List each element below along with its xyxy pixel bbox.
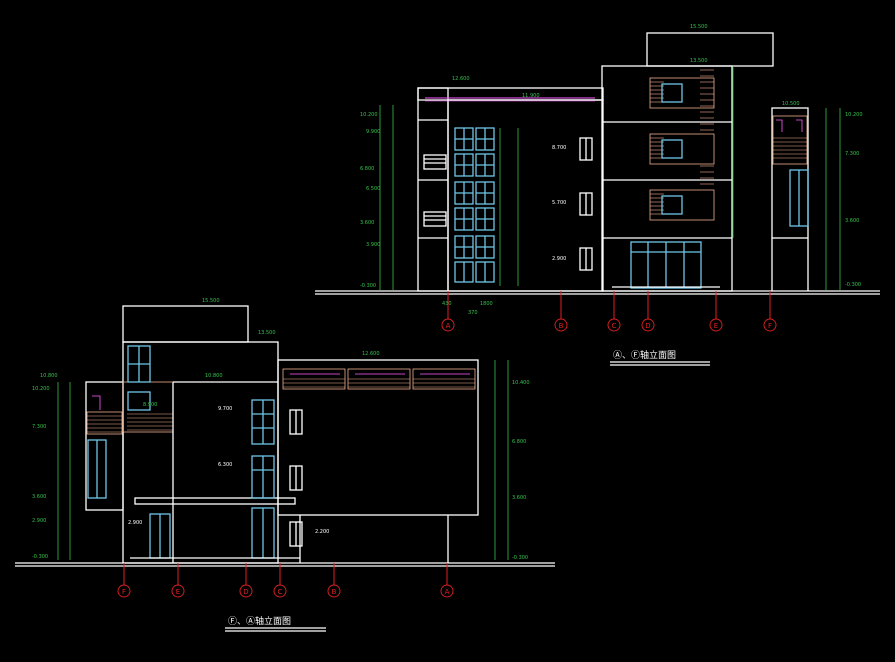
svg-text:2.900: 2.900 <box>32 518 46 524</box>
svg-text:12.600: 12.600 <box>452 76 470 82</box>
elev1-top-labels: 12.600 11.900 15.500 13.500 10.500 <box>452 24 800 107</box>
elevation-2-title: Ⓕ、Ⓐ轴立面图 <box>228 615 291 627</box>
svg-text:9.900: 9.900 <box>366 129 380 135</box>
svg-text:B: B <box>559 322 564 330</box>
svg-text:370: 370 <box>468 310 478 316</box>
svg-text:10.500: 10.500 <box>782 101 800 107</box>
stair-windows-2[interactable] <box>251 399 275 499</box>
canopy-2 <box>134 497 296 505</box>
entrance-1[interactable] <box>630 241 702 289</box>
elevation-1-title: Ⓐ、Ⓕ轴立面图 <box>613 349 676 361</box>
svg-text:10.200: 10.200 <box>845 112 863 118</box>
left-block-2 <box>85 381 124 511</box>
svg-text:9.700: 9.700 <box>218 406 232 412</box>
balconies-1 <box>649 69 715 221</box>
svg-text:10.800: 10.800 <box>40 373 58 379</box>
elev2-left-labels: 10.800 10.200 7.300 3.600 2.900 -0.300 <box>32 373 58 560</box>
roof-box-2 <box>122 305 249 343</box>
svg-text:3.600: 3.600 <box>360 220 374 226</box>
elev1-right-labels: 10.200 7.300 3.600 -0.300 <box>845 112 863 288</box>
svg-text:2.900: 2.900 <box>552 256 566 262</box>
small-windows-2 <box>289 409 303 547</box>
left-block <box>417 87 449 292</box>
svg-text:13.500: 13.500 <box>690 58 708 64</box>
elevation-1: 10.200 9.900 6.800 6.500 3.600 3.900 -0.… <box>315 24 880 366</box>
svg-text:-0.300: -0.300 <box>845 282 861 288</box>
svg-text:D: D <box>645 322 650 330</box>
svg-text:8.700: 8.700 <box>552 145 566 151</box>
svg-text:3.600: 3.600 <box>32 494 46 500</box>
svg-text:A: A <box>446 322 451 330</box>
stair-windows-1[interactable] <box>454 127 495 283</box>
svg-text:5.700: 5.700 <box>552 200 566 206</box>
elev1-bottom-dims: 430 1800 370 <box>442 301 493 316</box>
elevation-2: 10.800 10.200 7.300 3.600 2.900 -0.300 1… <box>15 298 555 632</box>
svg-text:F: F <box>122 588 126 596</box>
svg-text:10.400: 10.400 <box>512 380 530 386</box>
svg-text:E: E <box>714 322 718 330</box>
left-small-windows <box>423 154 447 227</box>
svg-text:C: C <box>278 588 283 596</box>
svg-text:13.500: 13.500 <box>258 330 276 336</box>
svg-text:11.900: 11.900 <box>522 93 540 99</box>
svg-text:430: 430 <box>442 301 452 307</box>
svg-text:10.200: 10.200 <box>360 112 378 118</box>
svg-text:6.300: 6.300 <box>218 462 232 468</box>
entrance-doors-2[interactable] <box>149 507 275 559</box>
svg-text:6.800: 6.800 <box>360 166 374 172</box>
svg-text:A: A <box>445 588 450 596</box>
elev1-floor-marks: 8.700 5.700 2.900 <box>552 145 566 262</box>
svg-text:6.500: 6.500 <box>366 186 380 192</box>
svg-text:C: C <box>612 322 617 330</box>
svg-text:7.300: 7.300 <box>32 424 46 430</box>
svg-text:D: D <box>243 588 248 596</box>
svg-text:B: B <box>332 588 337 596</box>
tall-block-2 <box>122 341 279 564</box>
svg-text:3.900: 3.900 <box>366 242 380 248</box>
svg-text:-0.300: -0.300 <box>512 555 528 561</box>
svg-text:3.600: 3.600 <box>845 218 859 224</box>
svg-text:12.600: 12.600 <box>362 351 380 357</box>
svg-text:10.200: 10.200 <box>32 386 50 392</box>
svg-text:6.800: 6.800 <box>512 439 526 445</box>
elev2-floor-marks: 9.700 6.300 2.900 2.200 <box>128 406 329 535</box>
elev1-axis-markers: A B C D E F <box>441 291 777 332</box>
elev2-right-labels: 10.400 6.800 3.600 -0.300 <box>512 380 530 561</box>
svg-text:15.500: 15.500 <box>690 24 708 30</box>
elev2-axis-markers: F E D C B A <box>117 563 454 598</box>
roof-box <box>646 32 774 67</box>
right-block-2 <box>277 359 479 516</box>
svg-text:2.900: 2.900 <box>128 520 142 526</box>
svg-text:E: E <box>176 588 180 596</box>
svg-text:-0.300: -0.300 <box>360 283 376 289</box>
svg-text:3.600: 3.600 <box>512 495 526 501</box>
svg-text:8.900: 8.900 <box>143 402 157 408</box>
middle-small-windows <box>579 137 593 271</box>
elev2-top-labels: 15.500 13.500 12.600 10.800 8.900 <box>143 298 380 408</box>
svg-text:-0.300: -0.300 <box>32 554 48 560</box>
elev1-left-labels: 10.200 9.900 6.800 6.500 3.600 3.900 -0.… <box>360 112 380 289</box>
svg-text:10.800: 10.800 <box>205 373 223 379</box>
svg-text:7.300: 7.300 <box>845 151 859 157</box>
svg-text:1800: 1800 <box>480 301 493 307</box>
svg-text:2.200: 2.200 <box>315 529 329 535</box>
svg-text:15.500: 15.500 <box>202 298 220 304</box>
parapet-1 <box>417 87 604 101</box>
svg-text:F: F <box>768 322 772 330</box>
